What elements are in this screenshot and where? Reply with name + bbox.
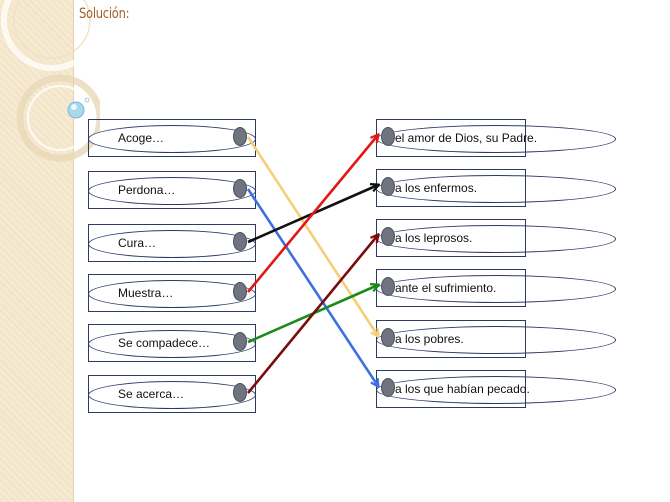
right-item-label: a los leprosos. bbox=[395, 231, 473, 245]
left-item[interactable]: Muestra… bbox=[88, 274, 256, 312]
right-item-label: ante el sufrimiento. bbox=[395, 281, 497, 295]
right-item-label: a los que habían pecado. bbox=[395, 382, 530, 396]
left-item-oval bbox=[88, 177, 256, 205]
left-item-oval bbox=[88, 330, 256, 358]
left-item-label: Muestra… bbox=[118, 286, 174, 300]
right-item-box bbox=[376, 370, 526, 408]
left-item-label: Perdona… bbox=[118, 183, 176, 197]
right-item-oval bbox=[376, 175, 616, 203]
right-connector-dot[interactable] bbox=[381, 177, 395, 196]
left-item[interactable]: Perdona… bbox=[88, 171, 256, 209]
left-item[interactable]: Acoge… bbox=[88, 119, 256, 157]
right-connector-dot[interactable] bbox=[381, 378, 395, 397]
right-item[interactable]: a los leprosos. bbox=[376, 219, 616, 257]
left-item[interactable]: Se acerca… bbox=[88, 375, 256, 413]
left-connector-dot[interactable] bbox=[233, 332, 247, 351]
left-item-box bbox=[88, 375, 256, 413]
left-item-box bbox=[88, 274, 256, 312]
right-item-oval bbox=[376, 275, 616, 303]
left-connector-dot[interactable] bbox=[233, 127, 247, 146]
right-item[interactable]: ante el sufrimiento. bbox=[376, 269, 616, 307]
right-connector-dot[interactable] bbox=[381, 227, 395, 246]
right-item[interactable]: a los enfermos. bbox=[376, 169, 616, 207]
decorative-circles bbox=[1, 0, 100, 162]
left-item-oval bbox=[88, 230, 256, 258]
right-item-oval bbox=[376, 225, 616, 253]
page-title: Solución: bbox=[79, 6, 130, 22]
right-connector-dot[interactable] bbox=[381, 328, 395, 347]
right-item-oval bbox=[376, 376, 616, 404]
left-item-box bbox=[88, 224, 256, 262]
left-item-label: Se compadece… bbox=[118, 336, 211, 350]
left-item-label: Cura… bbox=[118, 236, 157, 250]
right-item[interactable]: a los pobres. bbox=[376, 320, 616, 358]
right-item-box bbox=[376, 320, 526, 358]
left-item[interactable]: Cura… bbox=[88, 224, 256, 262]
left-connector-dot[interactable] bbox=[233, 179, 247, 198]
right-item-label: a los pobres. bbox=[395, 332, 464, 346]
left-item-box bbox=[88, 119, 256, 157]
left-item-label: Acoge… bbox=[118, 131, 165, 145]
right-item-label: a los enfermos. bbox=[395, 181, 478, 195]
left-connector-dot[interactable] bbox=[233, 282, 247, 301]
left-item-box bbox=[88, 171, 256, 209]
left-item-box bbox=[88, 324, 256, 362]
left-item-label: Se acerca… bbox=[118, 387, 185, 401]
left-item-oval bbox=[88, 280, 256, 308]
right-item-label: el amor de Dios, su Padre. bbox=[395, 131, 538, 145]
left-item-oval bbox=[88, 381, 256, 409]
right-connector-dot[interactable] bbox=[381, 277, 395, 296]
left-item-oval bbox=[88, 125, 256, 153]
right-item[interactable]: el amor de Dios, su Padre. bbox=[376, 119, 616, 157]
connection-arrow bbox=[246, 235, 378, 394]
left-item[interactable]: Se compadece… bbox=[88, 324, 256, 362]
left-connector-dot[interactable] bbox=[233, 232, 247, 251]
right-item-oval bbox=[376, 326, 616, 354]
left-connector-dot[interactable] bbox=[233, 383, 247, 402]
connection-arrow bbox=[246, 136, 378, 336]
connection-arrow bbox=[246, 135, 378, 293]
connection-arrow bbox=[246, 188, 378, 386]
right-connector-dot[interactable] bbox=[381, 127, 395, 146]
right-item[interactable]: a los que habían pecado. bbox=[376, 370, 616, 408]
right-item-oval bbox=[376, 125, 616, 153]
